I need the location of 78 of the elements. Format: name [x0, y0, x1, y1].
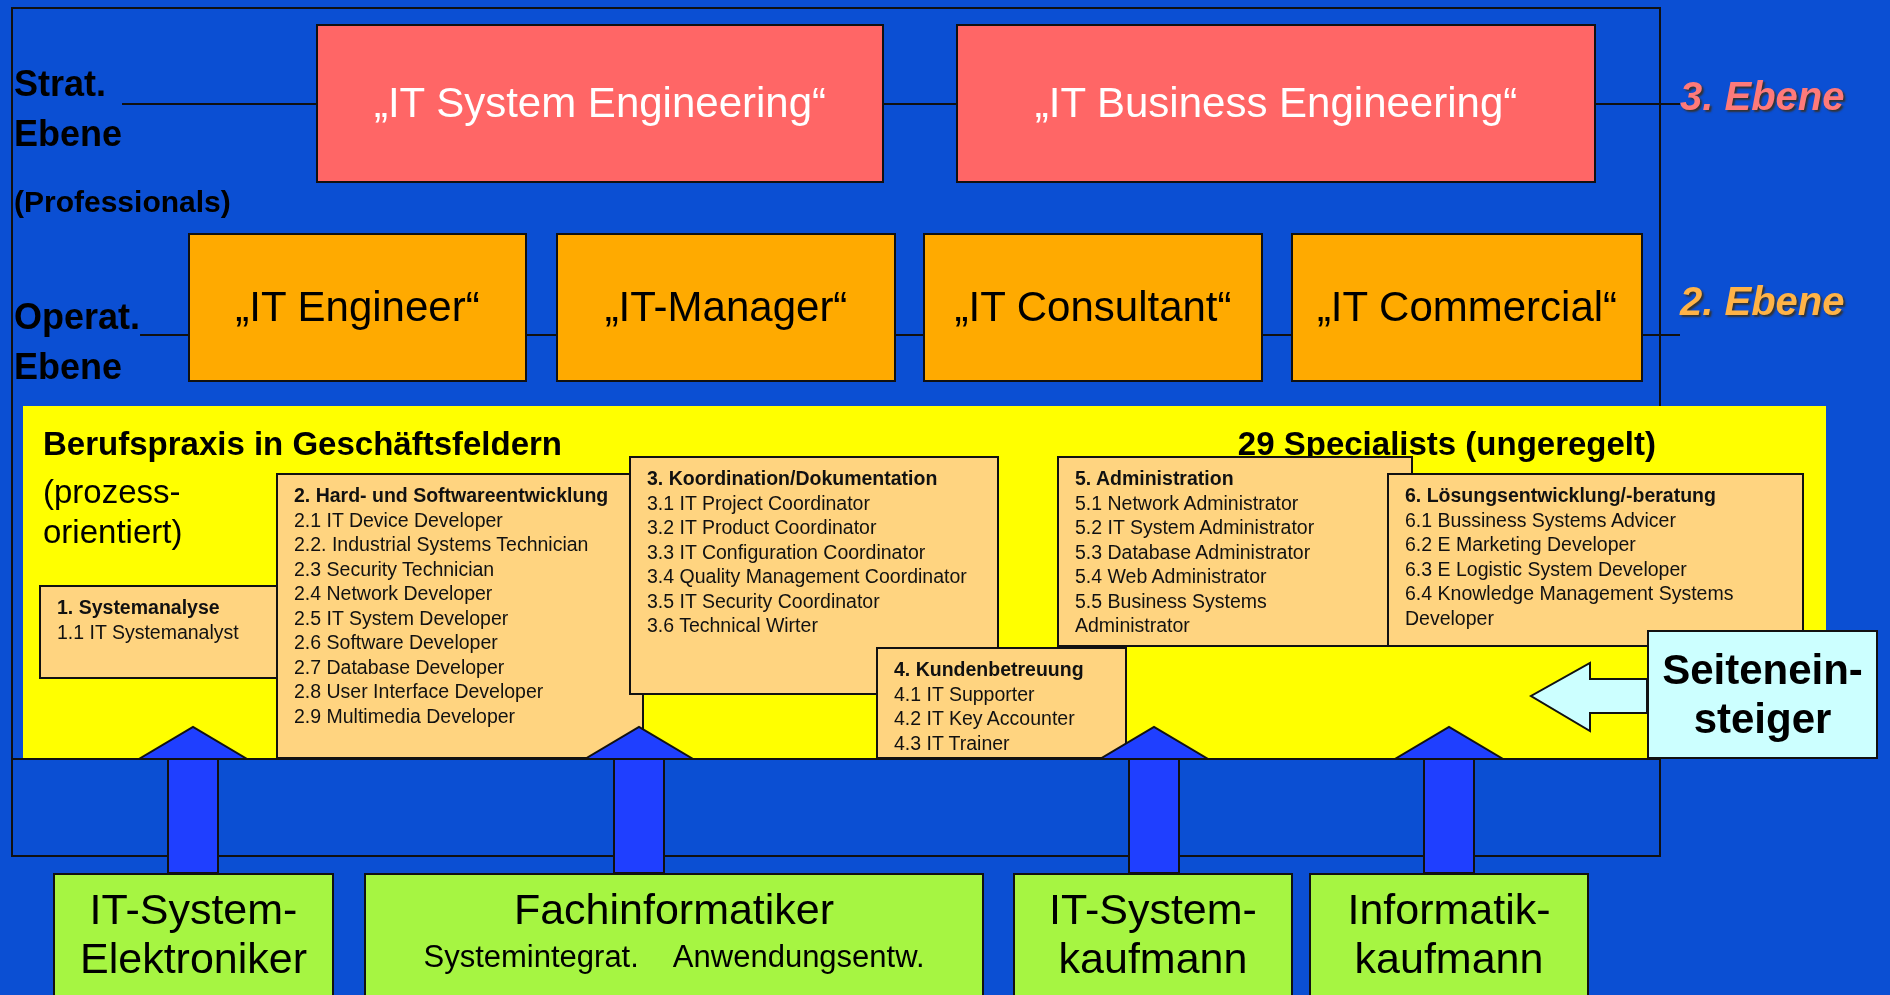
connector-line — [883, 103, 957, 105]
job-title: 3.2 IT Product Coordinator — [647, 515, 878, 540]
job-title: 2.4 Network Developer — [294, 581, 494, 606]
job-title: 6.1 Bussiness Systems Advicer — [1405, 507, 1677, 532]
level-note: (Professionals) — [14, 184, 231, 220]
level-box — [956, 24, 1596, 183]
specialization-label: Systemintegrat. — [423, 938, 639, 976]
level-label: Operat. Ebene — [14, 292, 141, 392]
level-label: Strat. Ebene — [14, 59, 123, 159]
job-title: 2.8 User Interface Developer — [294, 679, 545, 704]
job-title: 4.2 IT Key Accounter — [894, 706, 1076, 731]
job-title: 5.2 IT System Administrator — [1075, 515, 1316, 540]
connector-line — [526, 334, 557, 336]
job-title: 2.1 IT Device Developer — [294, 507, 504, 532]
job-title: 1.1 IT Systemanalyst — [57, 619, 240, 644]
connector-line — [1642, 334, 1681, 336]
job-title: 2.3 Security Technician — [294, 556, 496, 581]
box-title: „IT Engineer“ — [234, 283, 481, 332]
specialization-label: Anwendungsentw. — [672, 938, 925, 976]
box-title: „IT Commercial“ — [1315, 283, 1619, 332]
box-title: „IT Consultant“ — [953, 283, 1233, 332]
field-box — [876, 647, 1127, 759]
connector-line — [895, 334, 924, 336]
job-title: 5.3 Database Administrator — [1075, 539, 1312, 564]
box-title: IT-System- kaufmann — [1048, 885, 1258, 984]
job-title: 3.4 Quality Management Coordinator — [647, 564, 968, 589]
level-box — [316, 24, 884, 183]
level-number: 3. Ebene — [1680, 73, 1845, 119]
connector-line — [1595, 103, 1681, 105]
job-title: 2.7 Database Developer — [294, 654, 506, 679]
job-title: 6.2 E Marketing Developer — [1405, 532, 1637, 557]
job-title: 3.3 IT Configuration Coordinator — [647, 539, 927, 564]
level-box — [188, 233, 527, 382]
job-title: 2.6 Software Developer — [294, 630, 499, 655]
box-title: Informatik- kaufmann — [1346, 885, 1552, 984]
training-box — [53, 873, 334, 995]
field-heading: 4. Kundenbetreuung — [894, 657, 1085, 682]
area-heading: 29 Specialists (ungeregelt) — [1237, 424, 1656, 464]
box-title: „IT System Engineering“ — [372, 79, 828, 128]
box-title: Fachinformatiker — [513, 885, 835, 935]
level-number: 2. Ebene — [1680, 278, 1845, 324]
job-title: 2.5 IT System Developer — [294, 605, 510, 630]
level-box — [1291, 233, 1643, 382]
job-title: 6.4 Knowledge Management Systems Developer — [1405, 581, 1735, 630]
job-title: 6.3 E Logistic System Developer — [1405, 556, 1688, 581]
entry-box — [1647, 630, 1878, 759]
field-heading: 6. Lösungsentwicklung/-beratung — [1405, 483, 1717, 508]
connector-line — [1262, 334, 1292, 336]
job-title: 2.9 Multimedia Developer — [294, 703, 517, 728]
field-heading: 2. Hard- und Softwareentwicklung — [294, 483, 610, 508]
job-title: 3.6 Technical Wirter — [647, 613, 819, 638]
job-title: 5.5 Business Systems Administrator — [1075, 588, 1268, 638]
field-heading: 3. Koordination/Dokumentation — [647, 466, 939, 491]
field-box — [276, 473, 644, 759]
connector-line — [121, 103, 317, 105]
box-title: Seitenein- steiger — [1661, 646, 1864, 743]
job-title: 5.1 Network Administrator — [1075, 490, 1300, 515]
field-heading: 5. Administration — [1075, 466, 1235, 491]
field-box — [1387, 473, 1804, 647]
training-box — [1013, 873, 1293, 995]
level-box — [556, 233, 896, 382]
connector-line — [139, 334, 189, 336]
level-box — [923, 233, 1263, 382]
box-title: „IT Business Engineering“ — [1033, 79, 1519, 128]
job-title: 4.3 IT Trainer — [894, 730, 1011, 755]
box-title: „IT-Manager“ — [603, 283, 849, 332]
training-box — [1309, 873, 1589, 995]
job-title: 4.1 IT Supporter — [894, 681, 1036, 706]
box-title: IT-System- Elektroniker — [79, 885, 308, 984]
job-title: 5.4 Web Administrator — [1075, 564, 1268, 589]
job-title: 3.1 IT Project Coordinator — [647, 490, 871, 515]
block-arrow — [1529, 661, 1648, 733]
job-title: 2.2. Industrial Systems Technician — [294, 532, 590, 557]
area-subtitle: (prozess- orientiert) — [43, 472, 184, 552]
area-heading: Berufspraxis in Geschäftsfeldern — [43, 424, 563, 464]
field-heading: 1. Systemanalyse — [57, 595, 221, 620]
training-box — [364, 873, 984, 995]
job-title: 3.5 IT Security Coordinator — [647, 588, 881, 613]
